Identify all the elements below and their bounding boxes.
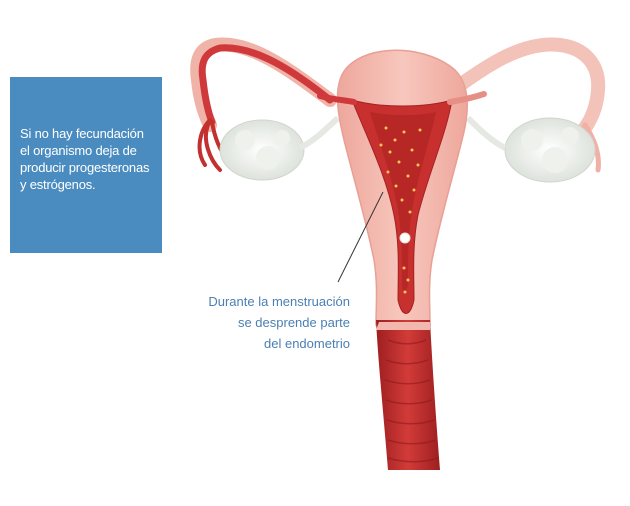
- vaginal-canal: [376, 320, 440, 470]
- endometrium-caption: Durante la menstruación se desprende par…: [200, 291, 350, 354]
- caption-line-2: se desprende parte: [237, 315, 350, 330]
- info-box: Si no hay fecundación el organismo deja …: [10, 77, 162, 253]
- caption-line-1: Durante la menstruación: [208, 294, 350, 309]
- caption-line-3: del endometrio: [264, 336, 350, 351]
- uterus: [317, 49, 487, 326]
- endometrium-particles: [379, 126, 422, 294]
- egg-cell: [399, 232, 411, 244]
- caption-pointer-line: [337, 191, 384, 283]
- right-ovary: [465, 115, 596, 183]
- left-ovary: [219, 115, 341, 181]
- info-text: Si no hay fecundación el organismo deja …: [20, 126, 150, 192]
